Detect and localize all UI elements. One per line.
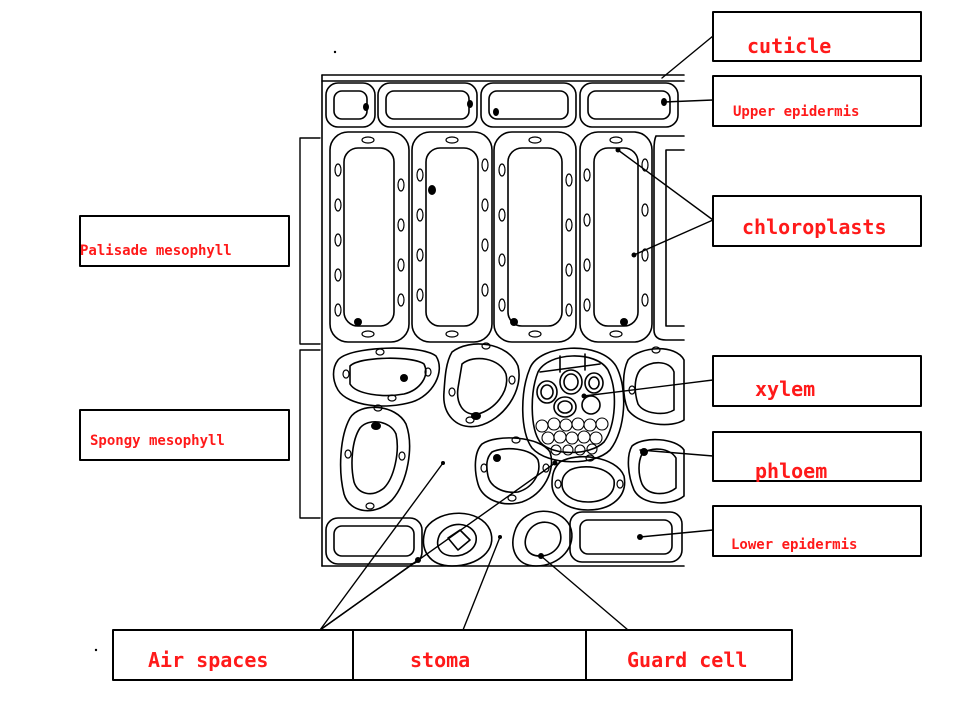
lower-epidermis-label: Lower epidermis <box>731 537 858 553</box>
xylem-label: xylem <box>755 377 816 401</box>
chloroplasts-label: chloroplasts <box>742 215 887 239</box>
lower-epidermis-leader <box>639 529 714 538</box>
stoma-label: stoma <box>410 648 471 672</box>
air-space-markers <box>333 50 502 539</box>
brackets <box>299 137 321 519</box>
xylem-leader <box>583 379 714 397</box>
stoma-leader <box>462 536 501 631</box>
label-boxes <box>79 11 922 681</box>
vascular-bundle <box>521 347 625 463</box>
xylem-vessel <box>559 369 583 395</box>
phloem-cells <box>535 417 609 456</box>
air-spaces-leader <box>319 559 419 631</box>
palisade-mesophyll-label-box <box>79 215 290 267</box>
palisade-cells <box>329 131 685 343</box>
palisade-mesophyll-label: Palisade mesophyll <box>80 243 232 259</box>
spongy-mesophyll-cells <box>332 343 685 512</box>
lower-epidermis-cells <box>325 511 683 565</box>
guard-cell-leader <box>540 555 629 631</box>
phloem-leader <box>639 449 714 457</box>
xylem-vessel <box>553 396 577 418</box>
palisade-bracket <box>299 137 321 345</box>
spongy-mesophyll-label-box <box>79 409 290 461</box>
upper-epidermis-cells <box>325 82 679 128</box>
cuticle-leader <box>661 35 714 79</box>
leader-endpoints <box>94 147 637 652</box>
xylem-vessel <box>584 372 604 394</box>
palisade-nuclei <box>354 185 628 326</box>
xylem-vessel <box>536 380 558 404</box>
xylem-vessel <box>581 395 601 415</box>
upper-epidermis-nuclei <box>363 98 667 116</box>
guard-cell-label-box <box>585 629 793 681</box>
phloem-label: phloem <box>755 459 828 483</box>
upper-epidermis-label-box <box>712 75 922 127</box>
guard-cells <box>422 510 573 567</box>
chloroplasts-label-box <box>712 195 922 247</box>
air-spaces-leader <box>319 462 444 631</box>
leaf-section-frame <box>321 74 685 567</box>
palisade-chloroplasts <box>334 136 649 338</box>
upper-epidermis-label: Upper epidermis <box>733 104 860 120</box>
guard-cell-label: Guard cell <box>627 648 748 672</box>
lower-epidermis-label-box <box>712 505 922 557</box>
spongy-mesophyll-chloroplasts <box>342 342 661 510</box>
chloroplasts-leader <box>617 149 714 221</box>
leader-lines <box>319 35 714 631</box>
spongy-bracket <box>299 349 321 519</box>
spongy-mesophyll-label: Spongy mesophyll <box>90 433 225 449</box>
upper-epidermis-leader <box>663 99 714 103</box>
air-spaces-label: Air spaces <box>148 648 269 672</box>
cuticle-label: cuticle <box>747 34 832 58</box>
xylem-label-box <box>712 355 922 407</box>
chloroplasts-leader <box>633 219 714 256</box>
